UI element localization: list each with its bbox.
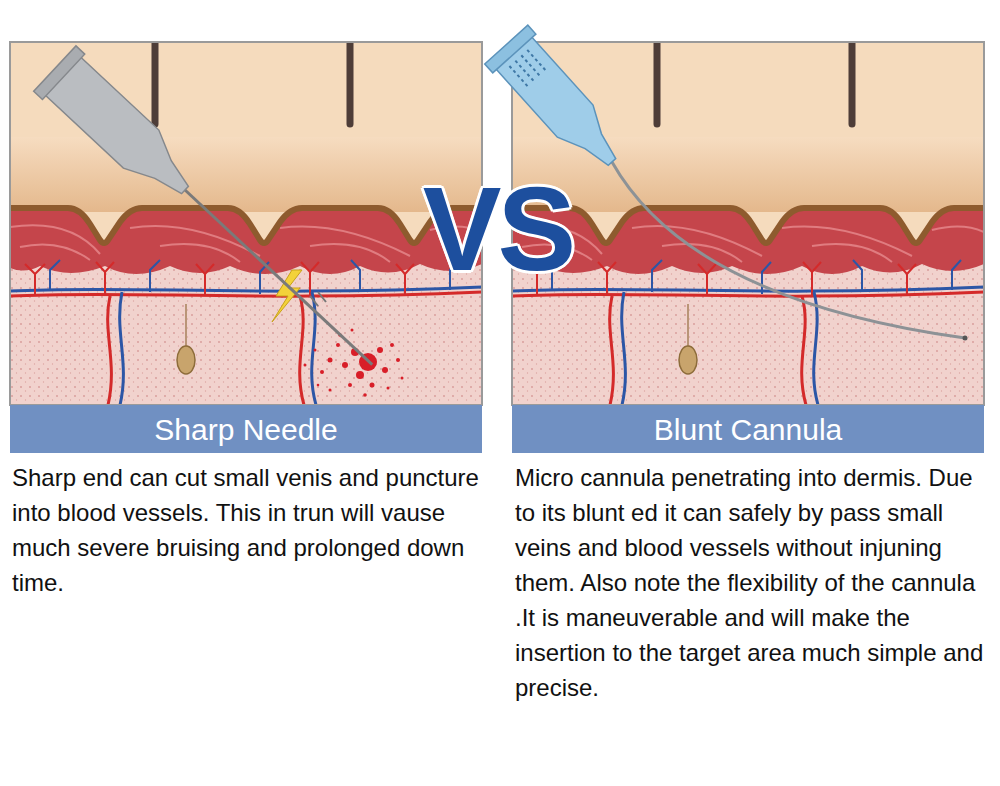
- vs-mark: VS: [405, 170, 590, 288]
- cannula-hub: [494, 34, 630, 178]
- cannula-tip: [963, 336, 968, 341]
- right-panel: [512, 37, 984, 405]
- panel-border: [10, 42, 482, 405]
- blood-splatter: [304, 329, 404, 397]
- band-title: Sharp Needle: [154, 413, 337, 446]
- needle-shaft: [185, 190, 372, 365]
- skin-section: [10, 37, 482, 405]
- skin-section: [512, 37, 984, 405]
- needle-hub: [43, 55, 203, 209]
- description-text: Sharp end can cut small venis and punctu…: [12, 460, 482, 600]
- blunt-cannula: [485, 25, 634, 181]
- label-band: Sharp Needle: [10, 405, 482, 453]
- cut-marks: [310, 292, 326, 306]
- hub-flange: [34, 46, 85, 100]
- label-band: Blunt Cannula: [512, 405, 984, 453]
- description-text: Micro cannula penetrating into dermis. D…: [515, 460, 985, 705]
- sharp-needle: [34, 46, 394, 387]
- left-panel: [10, 37, 482, 405]
- hub-grip: [509, 50, 546, 87]
- cannula-shaft: [612, 162, 965, 338]
- band-title: Blunt Cannula: [654, 413, 842, 446]
